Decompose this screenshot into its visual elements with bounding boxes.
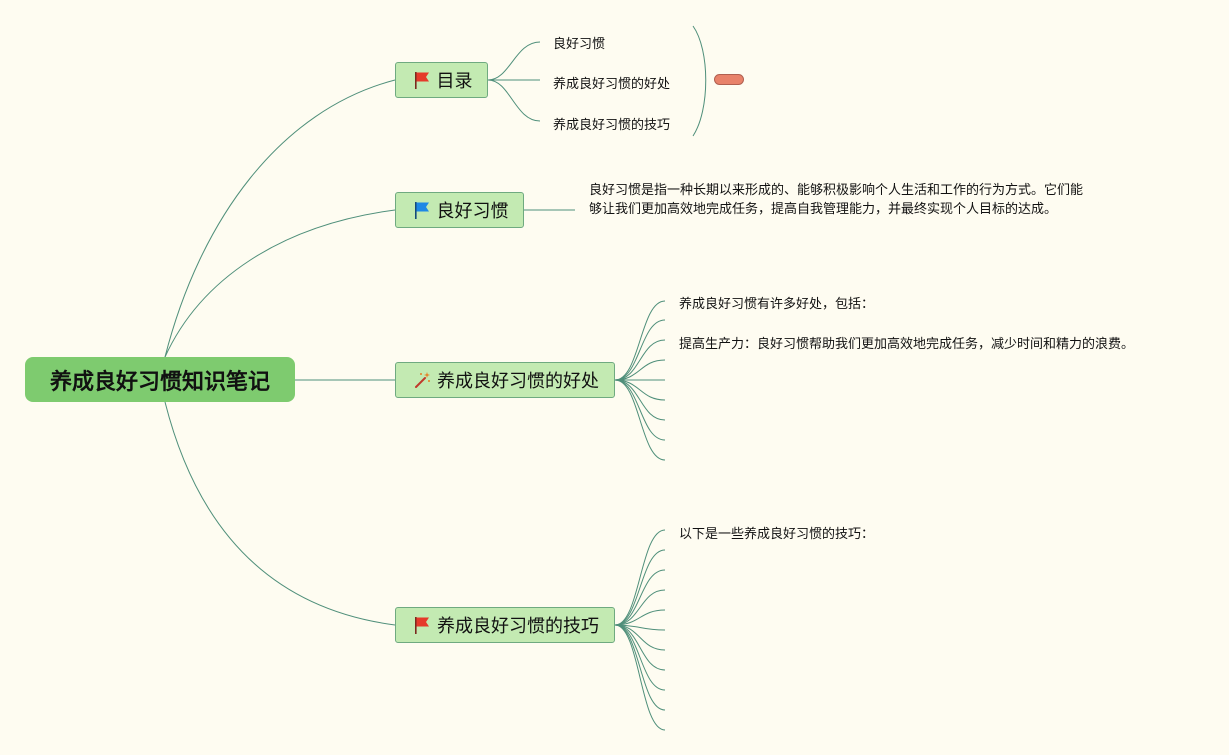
link-root-tips: [164, 401, 396, 626]
root-topic[interactable]: 养成良好习惯知识笔记: [25, 357, 295, 402]
link-root-habits: [164, 209, 396, 358]
toc-item-3[interactable]: 养成良好习惯的技巧: [553, 118, 671, 133]
tips-item-1[interactable]: 以下是一些养成良好习惯的技巧：: [679, 527, 875, 542]
red-flag-icon: [411, 69, 433, 91]
topic-toc[interactable]: 目录: [395, 62, 488, 98]
topic-benefits-label: 养成良好习惯的好处: [437, 371, 599, 392]
magic-wand-icon: [411, 369, 433, 391]
topic-habits-label: 良好习惯: [436, 201, 509, 222]
toc-item-2[interactable]: 养成良好习惯的好处: [553, 77, 671, 92]
toc-item-1[interactable]: 良好习惯: [553, 37, 606, 52]
benefits-item-1[interactable]: 养成良好习惯有许多好处，包括：: [679, 297, 875, 312]
root-topic-label: 养成良好习惯知识笔记: [49, 369, 270, 395]
link-toc-item-3: [487, 79, 541, 122]
link-toc-item-1: [487, 41, 541, 81]
summary-pill[interactable]: [714, 74, 744, 85]
topic-toc-label: 目录: [436, 71, 473, 92]
habits-description[interactable]: 良好习惯是指一种长期以来形成的、能够积极影响个人生活和工作的行为方式。它们能够让…: [589, 183, 1084, 217]
blue-flag-icon: [411, 199, 433, 221]
topic-habits[interactable]: 良好习惯: [395, 192, 524, 228]
topic-tips-label: 养成良好习惯的技巧: [437, 616, 599, 637]
link-root-toc: [164, 79, 396, 358]
benefits-item-2[interactable]: 提高生产力：良好习惯帮助我们更加高效地完成任务，减少时间和精力的浪费。: [679, 337, 1135, 352]
topic-tips[interactable]: 养成良好习惯的技巧: [395, 607, 615, 643]
red-flag-icon: [411, 614, 433, 636]
topic-benefits[interactable]: 养成良好习惯的好处: [395, 362, 615, 398]
summary-brace: [692, 25, 707, 137]
